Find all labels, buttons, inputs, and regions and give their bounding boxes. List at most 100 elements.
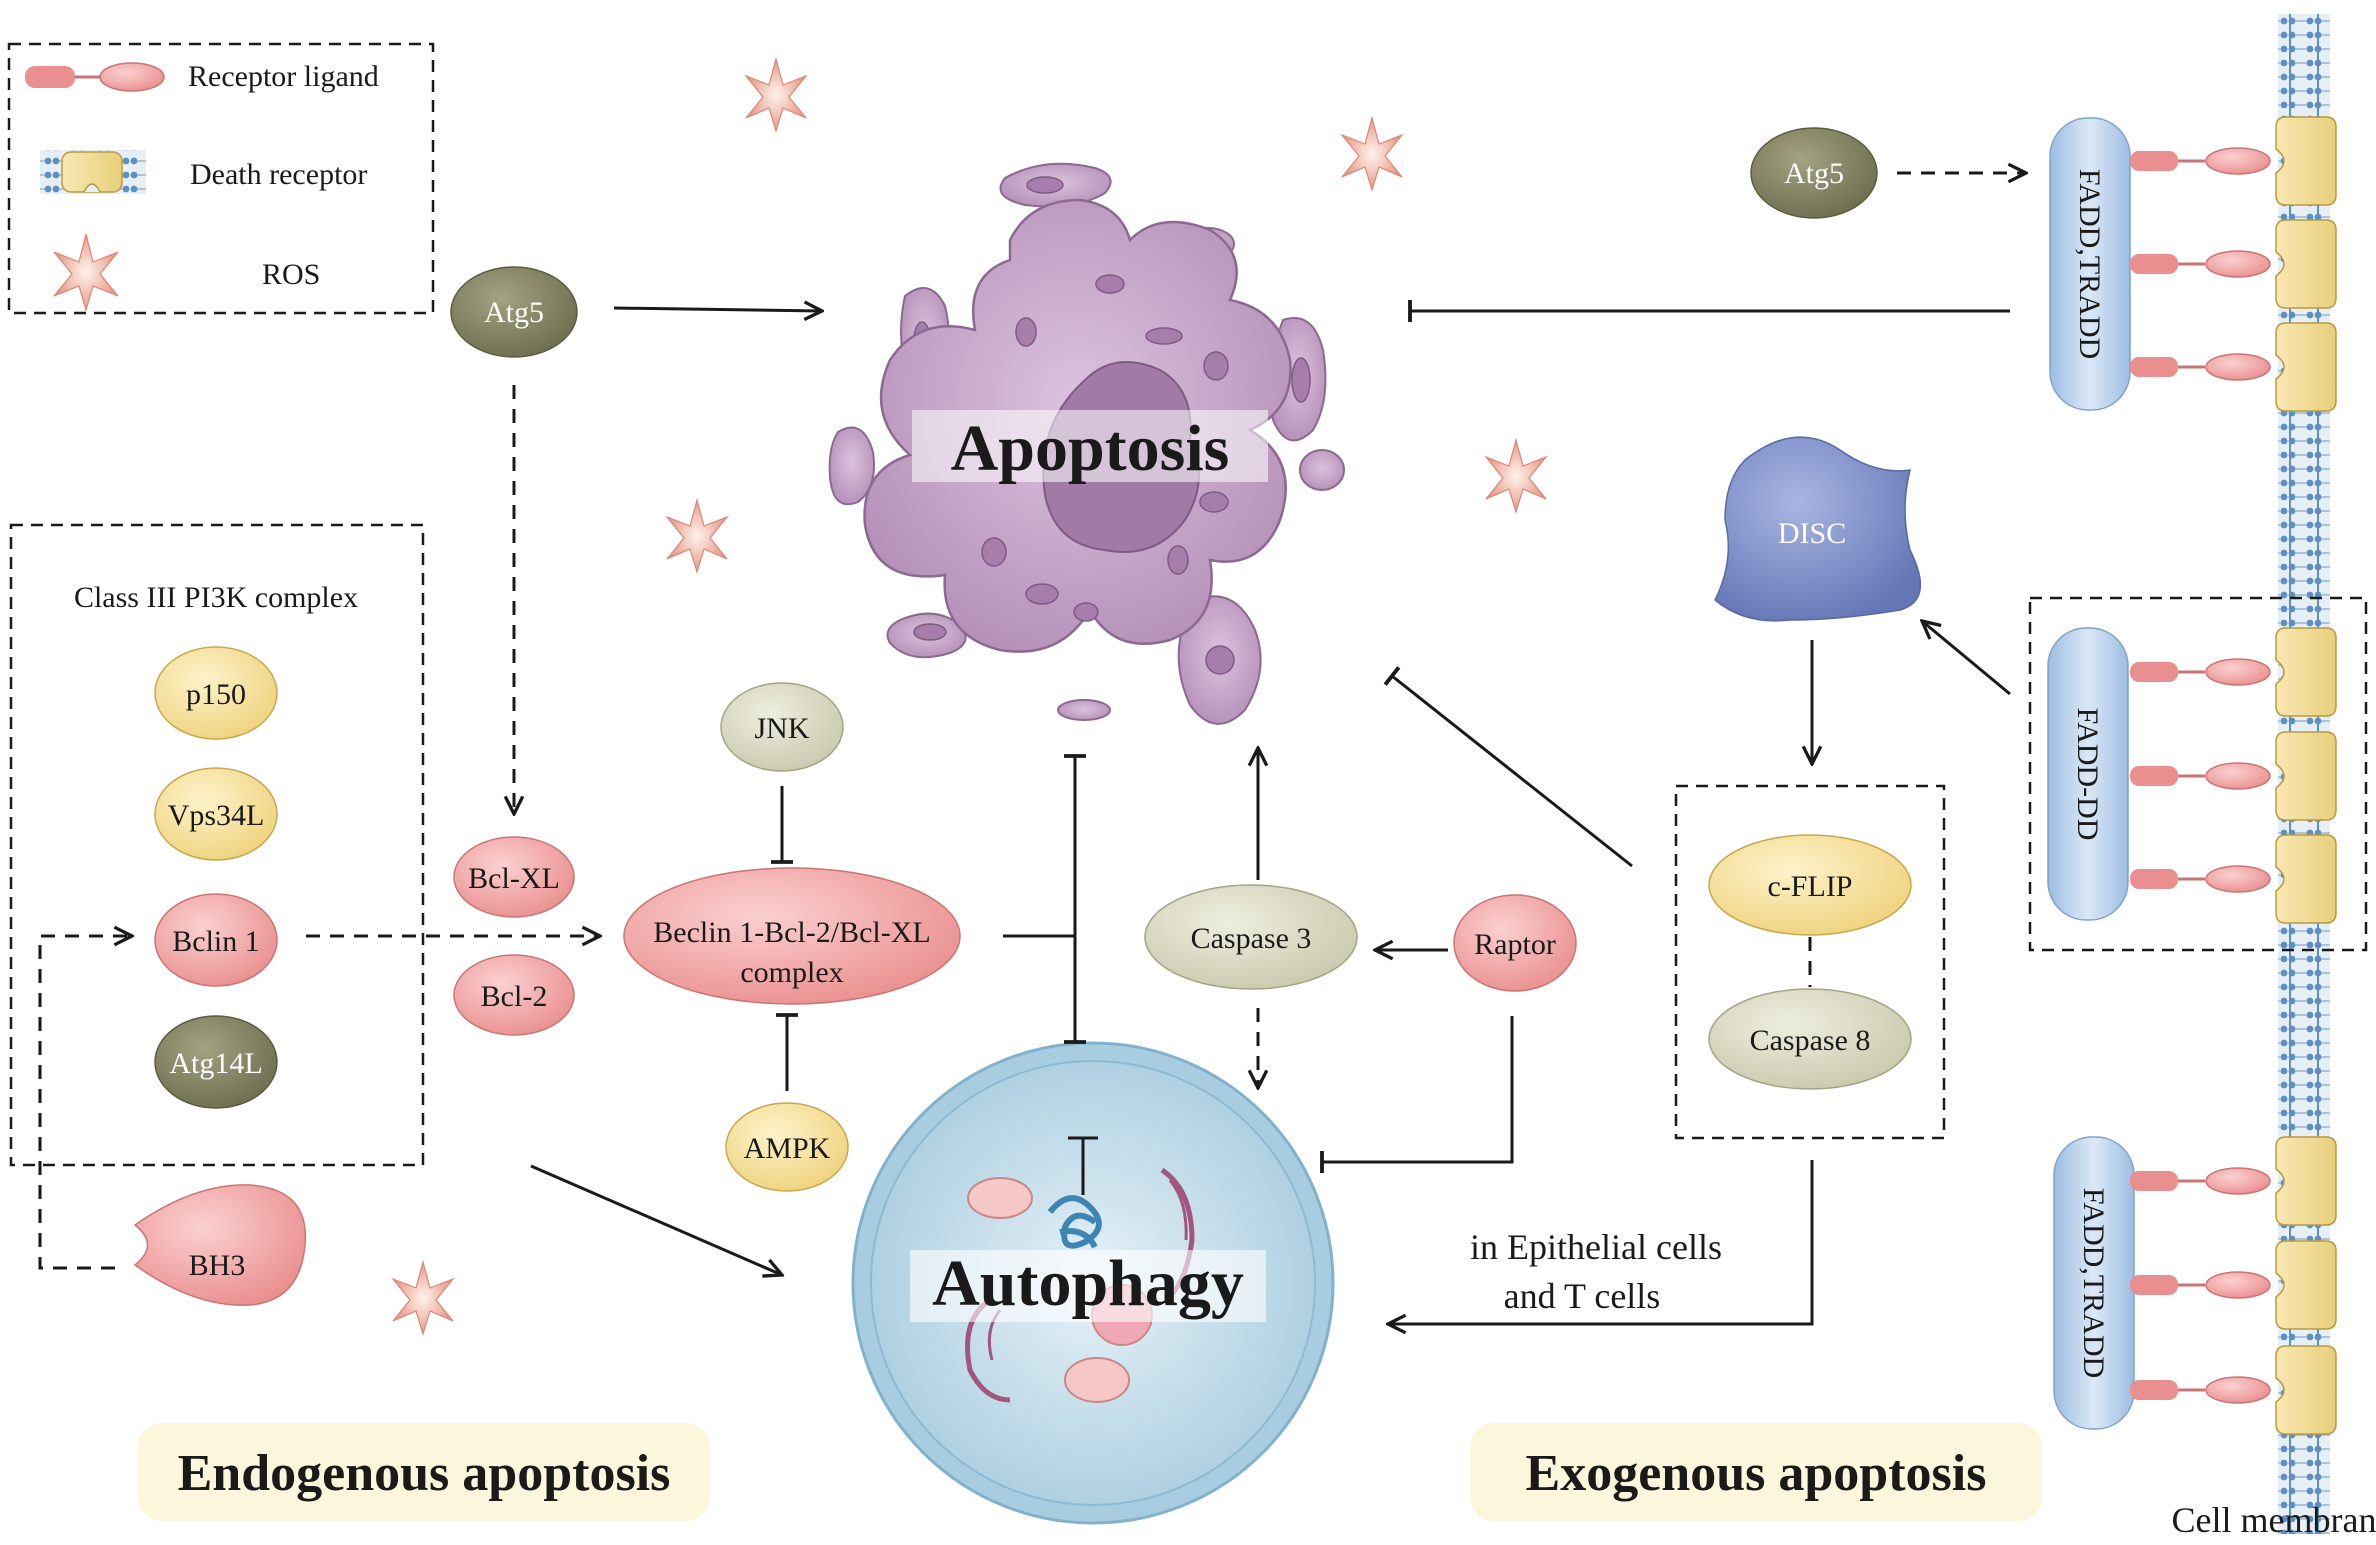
bclin1-node: Bclin 1 xyxy=(154,893,278,987)
pi3k-complex-box xyxy=(9,523,425,1167)
atg5-to-apoptosis-arrow xyxy=(613,308,822,311)
autophagy-label-backdrop xyxy=(910,1250,1266,1322)
endogenous-apoptosis-label: Endogenous apoptosis xyxy=(178,1445,671,1502)
receptor-pair xyxy=(2130,627,2337,717)
ros-icon xyxy=(53,233,119,313)
cflip-node: c-FLIP xyxy=(1708,834,1912,936)
death-receptor xyxy=(2275,1136,2337,1226)
ros-stars xyxy=(391,56,1548,1337)
svg-text:Vps34L: Vps34L xyxy=(168,799,265,832)
ros-icon xyxy=(744,56,808,134)
pi3k-to-autophagy-arrow xyxy=(530,1164,782,1275)
death-receptor xyxy=(2275,1345,2337,1435)
death-receptor xyxy=(2275,1240,2337,1330)
death-receptor xyxy=(2275,627,2337,717)
autophagy-label: Autophagy xyxy=(932,1247,1244,1320)
ros-icon xyxy=(1484,437,1548,515)
caspase-box: c-FLIP Caspase 8 xyxy=(1674,784,1946,1140)
death-receptor xyxy=(2275,834,2337,924)
atg5-left: Atg5 xyxy=(450,266,578,358)
death-receptor-group-top: FADD,TRADD xyxy=(2049,117,2131,411)
apoptotic-cell: Apoptosis xyxy=(828,162,1345,725)
exogenous-apoptosis-label: Exogenous apoptosis xyxy=(1526,1445,1987,1502)
svg-text:Bcl-XL: Bcl-XL xyxy=(468,862,560,895)
vps34l-node: Vps34L xyxy=(154,767,278,861)
exogenous-footer: Exogenous apoptosis xyxy=(1470,1423,2042,1521)
caspase8-node: Caspase 8 xyxy=(1708,988,1912,1090)
p150-node: p150 xyxy=(154,646,278,740)
receptor-ligand-pairs xyxy=(2130,116,2337,1435)
fadd-tradd-top-label: FADD,TRADD xyxy=(2073,169,2106,359)
ros-icon xyxy=(665,497,729,575)
death-receptor-group-bottom: FADD,TRADD xyxy=(2053,1136,2135,1430)
jnk-node: JNK xyxy=(720,682,844,772)
epithelial-note-line1: in Epithelial cells xyxy=(1470,1227,1722,1267)
receptor-pair xyxy=(2130,731,2337,821)
fadd-dd-box xyxy=(2028,596,2368,952)
svg-text:JNK: JNK xyxy=(754,712,809,745)
pi3k-complex-title: Class III PI3K complex xyxy=(74,581,358,614)
svg-text:Atg5: Atg5 xyxy=(1784,157,1844,190)
death-receptor xyxy=(2275,219,2337,309)
pi3k-complex: Class III PI3K complex p150 Vps34L Bclin… xyxy=(9,523,425,1167)
apoptosis-label: Apoptosis xyxy=(951,412,1230,485)
svg-text:Beclin 1-Bcl-2/Bcl-XL: Beclin 1-Bcl-2/Bcl-XL xyxy=(653,916,930,949)
ros-icon xyxy=(1340,115,1404,193)
cell-membrane-label: Cell membrane xyxy=(2172,1500,2376,1540)
fadd-dd-bar xyxy=(2047,627,2129,921)
autophagy-cell: Autophagy xyxy=(851,1041,1335,1525)
death-receptor-group-middle: FADD-DD xyxy=(2028,596,2368,952)
svg-text:p150: p150 xyxy=(186,678,246,711)
receptor-ligand-icon xyxy=(25,62,165,92)
atg14l-node: Atg14L xyxy=(154,1015,278,1109)
svg-text:Raptor: Raptor xyxy=(1474,928,1556,961)
disc-node: DISC xyxy=(1714,436,1922,622)
legend-box xyxy=(7,42,435,315)
legend-receptor-ligand-label: Receptor ligand xyxy=(188,60,379,93)
death-receptor xyxy=(2275,116,2337,206)
epithelial-note-line2: and T cells xyxy=(1504,1276,1661,1316)
cflip-caspase8-box xyxy=(1674,784,1946,1140)
svg-text:complex: complex xyxy=(740,956,843,989)
caspase3-node: Caspase 3 xyxy=(1144,884,1358,990)
svg-text:Bcl-2: Bcl-2 xyxy=(481,980,548,1013)
legend-death-receptor-label: Death receptor xyxy=(190,158,367,191)
receptor-pair xyxy=(2130,322,2337,412)
receptor-pair xyxy=(2130,1345,2337,1435)
svg-text:DISC: DISC xyxy=(1778,517,1846,550)
death-receptor xyxy=(2275,322,2337,412)
svg-text:Caspase 3: Caspase 3 xyxy=(1191,922,1312,955)
svg-text:Caspase 8: Caspase 8 xyxy=(1750,1024,1871,1057)
golgi-tangle xyxy=(1047,1195,1102,1249)
apoptotic-cell-organelles xyxy=(981,274,1229,622)
caspase8-to-autophagy-arrow xyxy=(1388,1160,1814,1324)
death-receptor xyxy=(2275,731,2337,821)
fadd-tradd-bottom-label: FADD,TRADD xyxy=(2077,1188,2110,1378)
svg-text:AMPK: AMPK xyxy=(744,1132,831,1165)
ros-icon xyxy=(391,1259,455,1337)
atg5-right: Atg5 xyxy=(1750,127,1878,219)
caspase8-inhibits-apoptosis xyxy=(1383,666,1633,868)
bh3-node: BH3 xyxy=(133,1184,307,1306)
apoptosis-label-backdrop xyxy=(912,410,1268,482)
bh3-to-bclin1-arrow xyxy=(38,936,132,1270)
bclxl-node: Bcl-XL xyxy=(453,836,575,918)
svg-text:Atg14L: Atg14L xyxy=(169,1047,262,1080)
receptor-pair xyxy=(2130,1136,2337,1226)
bcl2-node: Bcl-2 xyxy=(453,954,575,1036)
endogenous-footer: Endogenous apoptosis xyxy=(138,1423,710,1521)
ampk-node: AMPK xyxy=(725,1102,849,1192)
legend: Receptor ligand Death receptor ROS xyxy=(7,42,435,315)
fadd-dd-label: FADD-DD xyxy=(2071,708,2104,841)
connections xyxy=(38,173,2026,1324)
legend-ros-label: ROS xyxy=(262,258,320,291)
beclin-complex-node: Beclin 1-Bcl-2/Bcl-XL complex xyxy=(623,867,961,1005)
svg-text:c-FLIP: c-FLIP xyxy=(1768,870,1853,903)
svg-text:Bclin 1: Bclin 1 xyxy=(172,925,260,958)
svg-text:BH3: BH3 xyxy=(189,1249,246,1282)
receptor-pair xyxy=(2130,219,2337,309)
fadd-dd-to-disc-arrow xyxy=(1922,621,2011,696)
svg-text:Atg5: Atg5 xyxy=(484,296,544,329)
receptor-pair xyxy=(2130,1240,2337,1330)
